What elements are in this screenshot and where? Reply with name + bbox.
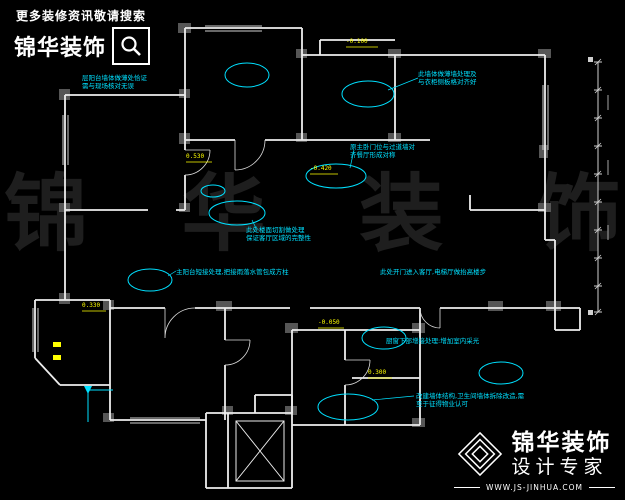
header-tagline: 更多装修资讯敬请搜索 <box>16 9 147 23</box>
divider-line <box>589 487 615 488</box>
plan-note-floor-cut: 此处楼面切割做处理保证客厅区域的完整性 <box>246 226 311 243</box>
windows <box>32 25 549 424</box>
walls <box>34 27 581 489</box>
level-dimension: -0.050 <box>318 319 340 326</box>
footer-brand-subtitle: 设计专家 <box>511 456 608 479</box>
level-dimension: -0.100 <box>346 38 368 45</box>
plan-note-bathroom: 改建墙体结构,卫生间墙体拆除改造,需至于征得物业认可 <box>416 392 525 409</box>
annotation-ellipses <box>84 62 524 422</box>
footer-brand-name: 锦华装饰 <box>511 428 612 456</box>
level-dimension: -0.420 <box>310 165 332 172</box>
jinhua-logo-icon <box>458 432 503 477</box>
dimension-ticks <box>53 46 392 379</box>
plan-note-door-move: 原主卧门位与过道墙对齐餐厅形成对称 <box>350 143 415 160</box>
divider-line <box>453 487 480 488</box>
elevator-shaft <box>235 420 285 482</box>
plan-note-balcony-top: 层阳台墙体做薄处恰证需与现场核对无误 <box>82 74 147 91</box>
footer-website: WWW.JS-JINHUA.COM <box>453 483 615 492</box>
plan-note-kitchen-window: 厨窗下部增接处理:增加室内采光 <box>386 337 480 345</box>
dimension-strip <box>588 57 609 316</box>
footer-texts: 锦华装饰 设计专家 <box>511 428 612 479</box>
plan-note-entry: 此处开门进入客厅,电梯厅做抬高楼步 <box>380 268 487 276</box>
footer-row: 锦华装饰 设计专家 <box>457 428 612 479</box>
footer-website-url: WWW.JS-JINHUA.COM <box>485 483 583 492</box>
header-brand: 锦华装饰 <box>14 27 151 65</box>
brand-logo-text: 锦华装饰 <box>14 35 107 61</box>
search-box <box>112 27 151 65</box>
level-dimension: 0.530 <box>186 153 205 160</box>
plan-note-balcony-pipe: 主阳台短接处理,把接雨落水管包成方柱 <box>176 268 289 276</box>
level-dimension: 0.330 <box>82 302 101 309</box>
plan-note-wall-align: 此墙体做薄墙处理及与衣柜侧板格对齐好 <box>418 70 477 87</box>
footer-brand-block: 锦华装饰 设计专家 WWW.JS-JINHUA.COM <box>453 428 615 492</box>
level-dimension: 0.300 <box>368 369 387 376</box>
door-arcs <box>164 139 441 386</box>
search-icon <box>121 36 141 56</box>
